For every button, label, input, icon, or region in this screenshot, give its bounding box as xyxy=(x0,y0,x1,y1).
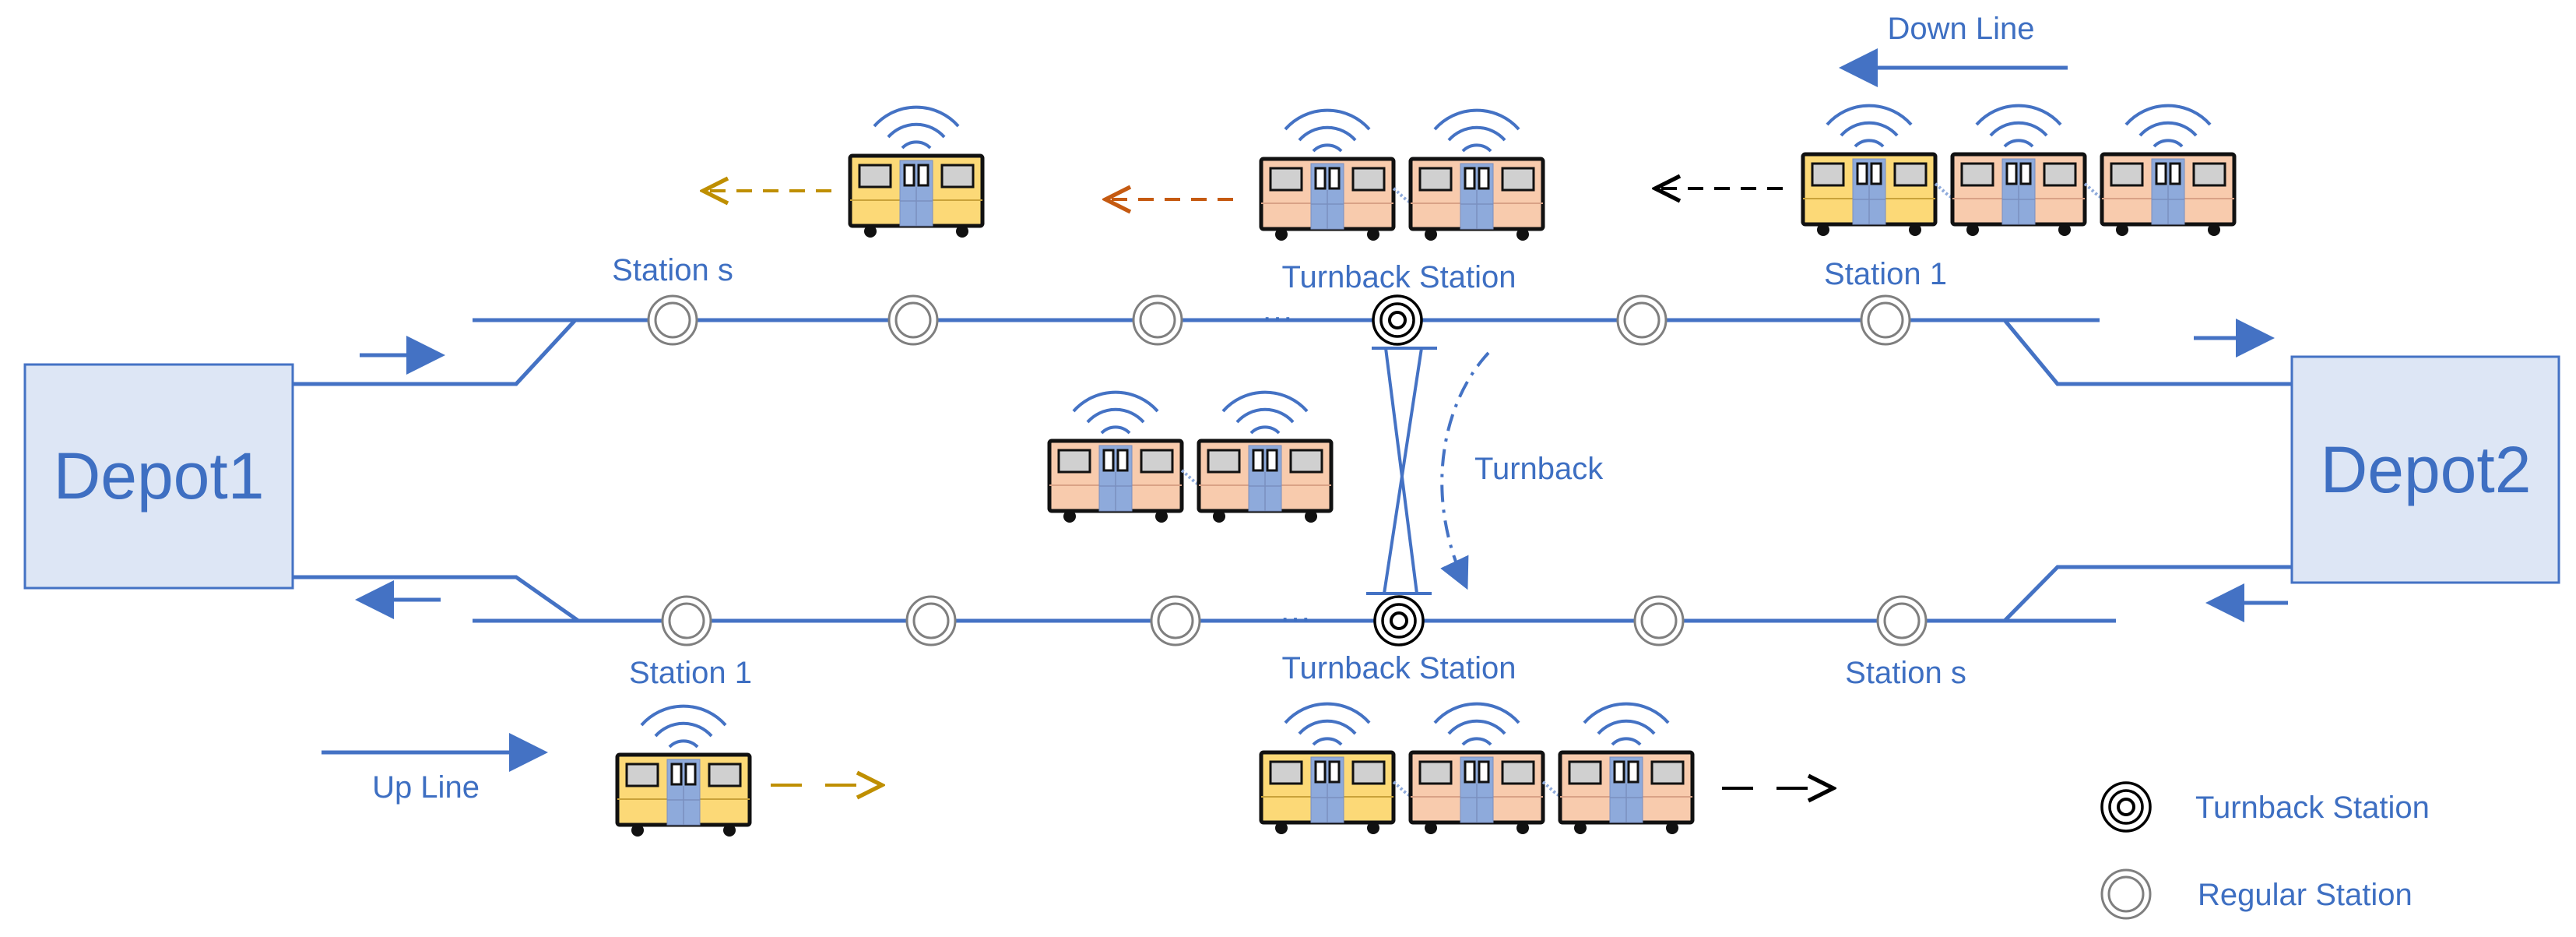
train-car-yellow xyxy=(850,107,982,238)
down-line-indicator: Down Line xyxy=(1839,12,2068,87)
train-single-yellow-up xyxy=(617,706,750,837)
station-regular xyxy=(647,294,698,346)
up-ellipsis: ··· xyxy=(1280,601,1311,635)
train-car-pink xyxy=(2102,106,2234,236)
legend-turnback-station-icon xyxy=(2100,781,2152,833)
train-car-yellow xyxy=(617,706,750,837)
legend-regular-station-label: Regular Station xyxy=(2198,878,2413,912)
up-station-s-label: Station s xyxy=(1845,656,1966,690)
train-car-pink xyxy=(1199,393,1331,523)
down-line-track xyxy=(293,318,2292,386)
station-regular xyxy=(905,595,957,646)
train-two-pink-turnback xyxy=(1049,393,1331,523)
station-regular xyxy=(1876,595,1928,646)
down-station-s-label: Station s xyxy=(612,253,733,287)
station-regular xyxy=(1633,595,1685,646)
train-three-mixed-down xyxy=(1803,106,2234,236)
train-two-pink-down xyxy=(1261,111,1543,241)
train-coupler xyxy=(1541,780,1562,798)
station-regular xyxy=(887,294,939,346)
down-ellipsis: ··· xyxy=(1262,300,1293,334)
train-car-pink xyxy=(1411,111,1543,241)
train-three-mixed-up xyxy=(1261,704,1692,834)
train-car-yellow xyxy=(1803,106,1935,236)
train-car-pink xyxy=(1261,111,1393,241)
station-turnback xyxy=(1372,294,1423,346)
train-coupler xyxy=(1392,187,1412,204)
station-regular xyxy=(1860,294,1911,346)
train-car-pink xyxy=(1952,106,2085,236)
up-station-1-label: Station 1 xyxy=(629,656,752,690)
legend: Turnback Station Regular Station xyxy=(2100,781,2430,920)
up-turnback-label: Turnback Station xyxy=(1282,651,1516,685)
up-line-track xyxy=(293,565,2292,623)
depot2-label: Depot2 xyxy=(2321,433,2532,506)
station-regular xyxy=(1132,294,1183,346)
depot-direction-arrows xyxy=(355,319,2288,622)
legend-regular-station-icon xyxy=(2100,868,2152,920)
turnback-arrow: Turnback xyxy=(1440,351,1604,590)
train-car-pink xyxy=(1411,704,1543,834)
down-line-label: Down Line xyxy=(1887,12,2034,46)
legend-turnback-station-label: Turnback Station xyxy=(2195,791,2430,825)
depot2-box: Depot2 xyxy=(2290,355,2560,584)
down-station-1-label: Station 1 xyxy=(1824,257,1947,291)
train-coupler xyxy=(2083,182,2103,199)
station-turnback xyxy=(1373,595,1425,646)
station-regular xyxy=(1616,294,1668,346)
train-car-pink xyxy=(1049,393,1182,523)
up-line-indicator: Up Line xyxy=(322,733,548,805)
train-car-pink xyxy=(1560,704,1692,834)
turnback-label: Turnback xyxy=(1474,452,1604,486)
down-turnback-label: Turnback Station xyxy=(1282,260,1516,294)
train-coupler xyxy=(1392,780,1412,798)
depot1-box: Depot1 xyxy=(23,363,294,590)
turnback-crossover xyxy=(1366,347,1437,595)
train-coupler xyxy=(1934,182,1954,199)
depot1-label: Depot1 xyxy=(54,439,265,513)
train-car-yellow xyxy=(1261,704,1393,834)
station-regular xyxy=(1150,595,1201,646)
train-single-yellow-down xyxy=(850,107,982,238)
station-regular xyxy=(661,595,712,646)
train-coupler xyxy=(1180,469,1200,486)
up-line-label: Up Line xyxy=(372,770,480,805)
